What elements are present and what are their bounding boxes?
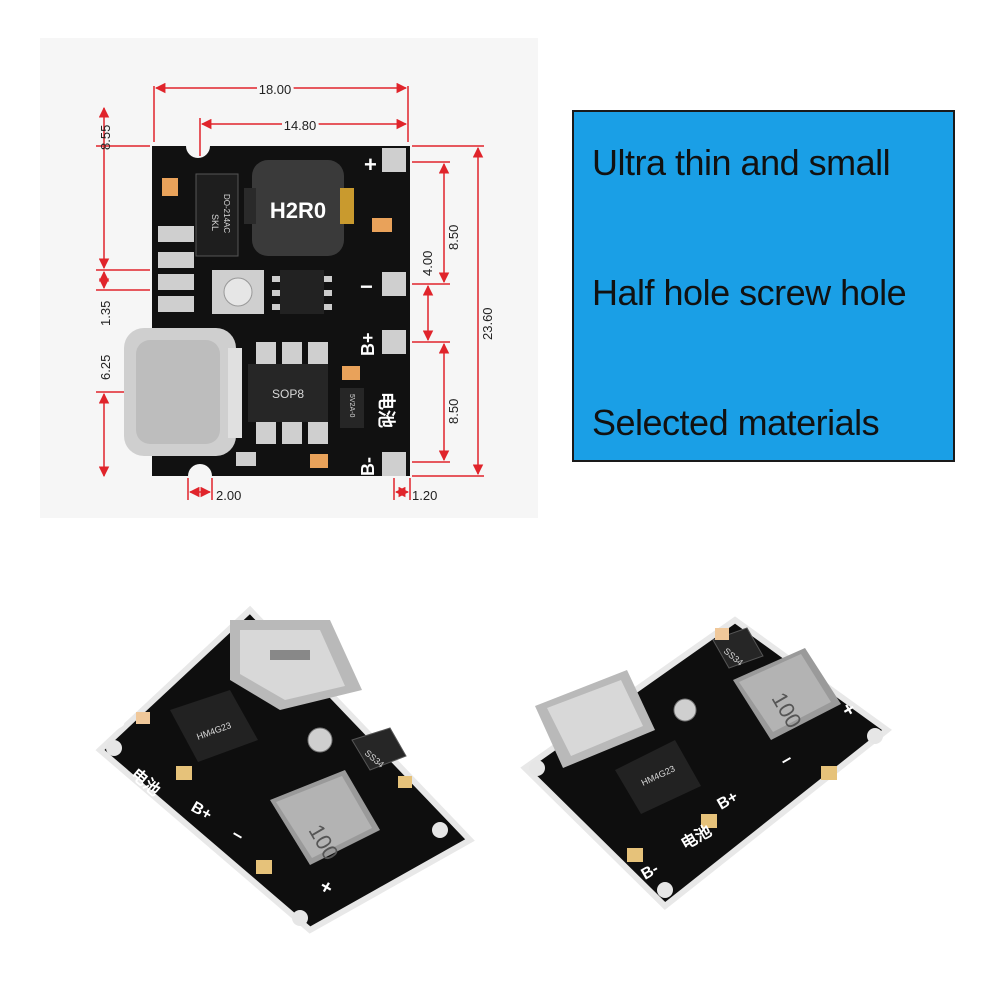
capacitor bbox=[372, 218, 392, 232]
diode-label: SKL bbox=[210, 214, 220, 231]
potentiometer bbox=[307, 727, 333, 753]
capacitor bbox=[627, 848, 643, 862]
pcb-dimension-diagram: H2R0 SKL DO-214AC SOP8 bbox=[40, 38, 538, 518]
dim-right-lower: 8.50 bbox=[446, 399, 461, 424]
dim-left-mid: 1.35 bbox=[98, 301, 113, 326]
product-photo-right: HM4G23 100 SS34 + − B+ 电池 B- bbox=[520, 616, 892, 910]
inductor-label: H2R0 bbox=[270, 198, 326, 223]
dimension-lines bbox=[96, 82, 484, 500]
pcb-board bbox=[95, 605, 475, 934]
inductor: 100 bbox=[733, 648, 841, 740]
capacitor bbox=[256, 860, 272, 874]
resistor bbox=[158, 296, 194, 312]
pcb-board: H2R0 SKL DO-214AC SOP8 bbox=[124, 146, 410, 476]
pad bbox=[106, 740, 122, 756]
dim-left-bottom: 6.25 bbox=[98, 355, 113, 380]
pad-minus bbox=[382, 272, 406, 296]
capacitor bbox=[715, 628, 729, 640]
pad bbox=[432, 822, 448, 838]
capacitor bbox=[342, 366, 360, 380]
small-ic-marking bbox=[340, 388, 364, 428]
product-photo-left: HM4G23 100 SS34 B- 电池 B+ − + bbox=[95, 605, 475, 934]
pad bbox=[867, 728, 883, 744]
inductor: 100 bbox=[270, 770, 380, 865]
pad bbox=[529, 760, 545, 776]
dim-right-upper-inner: 4.00 bbox=[420, 251, 435, 276]
resistor bbox=[236, 452, 256, 466]
silk-plus: + bbox=[364, 152, 377, 177]
sop8-chip: SOP8 bbox=[248, 342, 328, 444]
capacitor bbox=[821, 766, 837, 780]
dim-left-top: 8.55 bbox=[98, 125, 113, 150]
pad-bminus bbox=[382, 452, 406, 476]
inductor: H2R0 bbox=[244, 160, 354, 256]
dim-right-total: 23.60 bbox=[480, 307, 495, 340]
pad-bplus bbox=[382, 330, 406, 354]
capacitor bbox=[136, 712, 150, 724]
diode: SS34 bbox=[351, 727, 407, 771]
capacitor bbox=[398, 776, 412, 788]
dim-bottom-left: 2.00 bbox=[216, 488, 241, 503]
diode-code: DO-214AC bbox=[222, 194, 231, 233]
sop8-label: SOP8 bbox=[272, 387, 304, 401]
dim-right-upper-outer: 8.50 bbox=[446, 225, 461, 250]
resistor bbox=[158, 252, 194, 268]
resistor bbox=[158, 274, 194, 290]
sop8-chip: HM4G23 bbox=[170, 690, 258, 762]
small-ic bbox=[272, 270, 332, 314]
silk-minus: − bbox=[360, 274, 373, 299]
feature-materials: Selected materials bbox=[592, 402, 880, 443]
usb-c-connector bbox=[124, 328, 242, 456]
capacitor bbox=[310, 454, 328, 468]
usb-c-connector bbox=[230, 620, 362, 710]
silk-bplus: B+ bbox=[358, 332, 378, 356]
feature-panel: Ultra thin and small Half hole screw hol… bbox=[572, 110, 955, 462]
feature-half-hole: Half hole screw hole bbox=[592, 272, 907, 313]
dim-top-inner: 14.80 bbox=[284, 118, 317, 133]
pad-plus bbox=[382, 148, 406, 172]
silk-bminus: B- bbox=[110, 710, 133, 733]
diode: SKL DO-214AC bbox=[195, 173, 239, 257]
capacitor bbox=[701, 814, 717, 828]
dim-bottom-right: 1.20 bbox=[412, 488, 437, 503]
feature-ultra-thin: Ultra thin and small bbox=[592, 142, 891, 183]
pcb-board bbox=[520, 616, 892, 910]
dim-top-outer: 18.00 bbox=[259, 82, 292, 97]
sop8-chip: HM4G23 bbox=[615, 740, 701, 814]
capacitor bbox=[162, 178, 178, 196]
pad bbox=[292, 910, 308, 926]
silk-battery: 电池 bbox=[376, 392, 397, 428]
silk-bminus: B- bbox=[639, 860, 662, 883]
usb-c-connector bbox=[535, 670, 655, 768]
pad bbox=[657, 882, 673, 898]
silk-bminus: B- bbox=[358, 457, 378, 476]
ic-marking: 5V2A-0 bbox=[348, 394, 355, 417]
resistor bbox=[158, 226, 194, 242]
capacitor bbox=[176, 766, 192, 780]
potentiometer bbox=[673, 698, 697, 722]
